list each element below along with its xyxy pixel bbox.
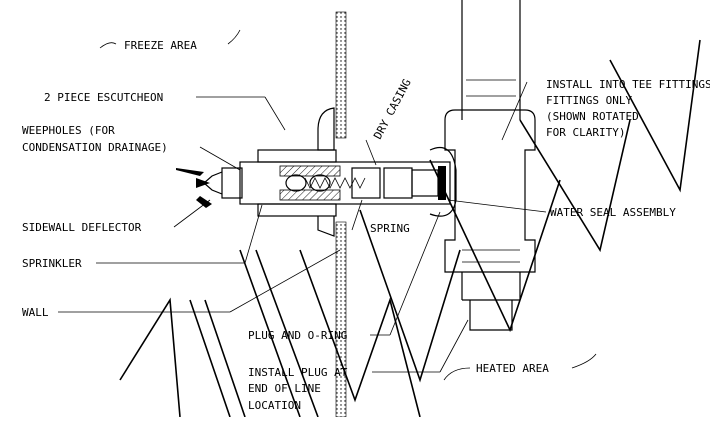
supply-pipe [444, 0, 536, 331]
label-water-seal: WATER SEAL ASSEMBLY [550, 206, 676, 219]
sprinkler-head [176, 167, 243, 208]
label-heated-area: HEATED AREA [476, 362, 549, 375]
watermark [119, 39, 701, 418]
label-escutcheon: 2 PIECE ESCUTCHEON [44, 91, 163, 104]
label-install-tee-4: FOR CLARITY) [546, 126, 625, 139]
label-install-tee-1: INSTALL INTO TEE FITTINGS ONLY [546, 78, 710, 91]
label-weepholes-2: CONDENSATION DRAINAGE) [22, 141, 168, 154]
label-weepholes-1: WEEPHOLES (FOR [22, 124, 115, 137]
wall-section [335, 11, 347, 418]
label-install-plug-3: LOCATION [248, 399, 301, 412]
label-install-plug-2: END OF LINE [248, 382, 321, 395]
label-dry-casing: DRY CASING [371, 77, 414, 142]
label-freeze-area: FREEZE AREA [124, 39, 197, 52]
label-sidewall-deflector: SIDEWALL DEFLECTOR [22, 221, 142, 234]
dry-casing-assembly [239, 146, 457, 217]
label-install-plug-1: INSTALL PLUG AT [248, 366, 348, 379]
label-sprinkler: SPRINKLER [22, 257, 82, 270]
label-spring: SPRING [370, 222, 410, 235]
label-wall: WALL [22, 306, 49, 319]
label-install-tee-3: (SHOWN ROTATED [546, 110, 639, 123]
leader-lines [58, 29, 597, 381]
label-install-tee-2: FITTINGS ONLY [546, 94, 632, 107]
label-plug-oring: PLUG AND O-RING [248, 329, 347, 342]
